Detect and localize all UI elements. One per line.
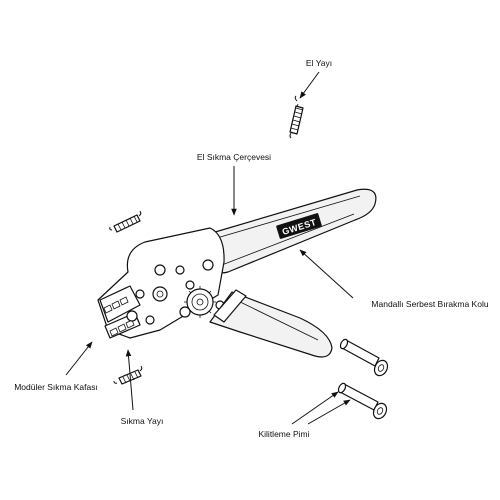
release-handle [209, 289, 333, 358]
release-handle-label: Mandallı Serbest Bırakma Kolu [371, 299, 488, 309]
modular-head-label: Modüler Sıkma Kafası [14, 382, 98, 392]
brand-logo [276, 213, 322, 239]
hand-spring-label: El Yayı [306, 58, 332, 68]
release-handle-arrow [299, 249, 354, 299]
locking-pin-2 [337, 382, 388, 420]
modular-head-arrow [65, 341, 93, 376]
upper-spring [109, 210, 142, 233]
crimp-spring-arrow [125, 349, 134, 411]
crimp-spring-label: Sıkma Yayı [121, 416, 164, 426]
locking-pin-arrow-2 [307, 399, 351, 425]
locking-pin-arrow-1 [291, 391, 339, 425]
crimp-frame: GWEST [204, 188, 377, 274]
crimp-frame-label: El Sıkma Çerçevesi [197, 152, 271, 162]
leader-lines [65, 71, 354, 425]
locking-pin-label: Kilitleme Pimi [258, 429, 309, 439]
tool-head [97, 227, 225, 339]
hand-spring-arrow [299, 71, 320, 99]
hand-spring [289, 95, 304, 139]
crimp-spring-part [113, 365, 143, 385]
locking-pin-1 [339, 338, 389, 377]
